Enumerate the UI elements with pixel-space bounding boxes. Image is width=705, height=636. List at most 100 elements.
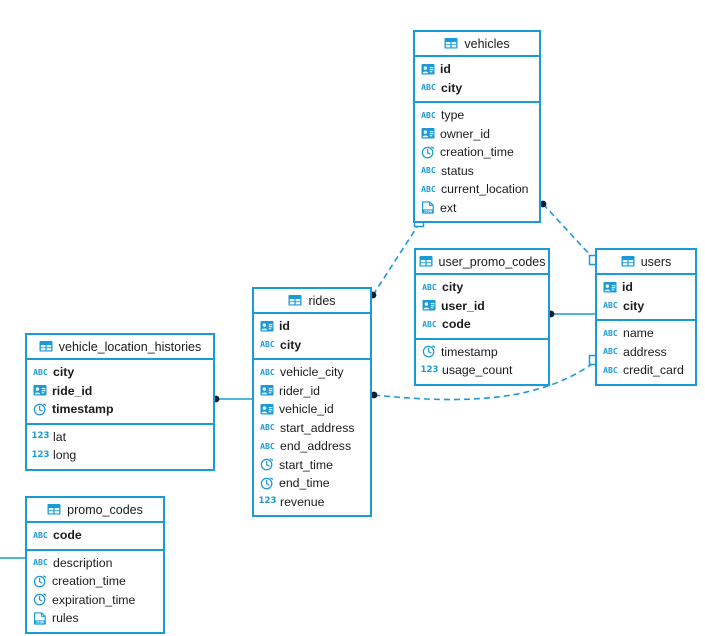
- column-row-pk[interactable]: id: [254, 317, 370, 336]
- id-card-icon: [421, 127, 435, 140]
- column-row-pk[interactable]: timestamp: [27, 400, 213, 419]
- column-label: city: [441, 80, 463, 95]
- column-label: creation_time: [440, 145, 514, 160]
- column-row[interactable]: timestamp: [416, 343, 548, 362]
- abc-icon: ABC: [421, 184, 436, 194]
- abc-icon: ABC: [260, 367, 275, 377]
- column-row-pk[interactable]: id: [597, 278, 695, 297]
- id-card-icon: [260, 320, 274, 333]
- relationship-user_promo_codes-to-users[interactable]: [547, 310, 595, 318]
- id-card-icon: [260, 403, 274, 416]
- relationship-vehicle_location_histories-to-rides[interactable]: [212, 395, 252, 403]
- clock-icon: [33, 575, 47, 588]
- number-icon: 123: [420, 364, 439, 375]
- entity-title: users: [640, 254, 672, 269]
- entity-header-vehicles[interactable]: vehicles: [415, 32, 539, 57]
- entity-title: vehicle_location_histories: [58, 339, 202, 354]
- clock-icon: [421, 146, 435, 159]
- column-label: city: [623, 298, 645, 313]
- column-row-pk[interactable]: ABC city: [597, 297, 695, 316]
- abc-icon: ABC: [422, 319, 437, 329]
- column-label: code: [442, 317, 471, 332]
- column-row[interactable]: creation_time: [27, 572, 163, 591]
- svg-text:JSON: JSON: [36, 620, 44, 624]
- abc-icon: ABC: [603, 301, 618, 310]
- column-row[interactable]: owner_id: [415, 125, 539, 144]
- column-label: timestamp: [52, 402, 114, 417]
- abc-icon: ABC: [603, 328, 618, 338]
- column-row[interactable]: creation_time: [415, 143, 539, 162]
- number-icon: 123: [258, 496, 277, 507]
- abc-icon: ABC: [260, 423, 275, 432]
- column-row[interactable]: start_time: [254, 456, 370, 475]
- column-row-pk[interactable]: id: [415, 60, 539, 79]
- column-label: rider_id: [279, 383, 321, 398]
- column-row[interactable]: vehicle_id: [254, 400, 370, 419]
- column-row[interactable]: expiration_time: [27, 591, 163, 610]
- column-label: start_time: [279, 457, 333, 472]
- column-row[interactable]: ABC vehicle_city: [254, 363, 370, 382]
- column-label: code: [53, 528, 82, 543]
- entity-header-user_promo_codes[interactable]: user_promo_codes: [416, 250, 548, 275]
- relationship-line: [542, 203, 593, 258]
- column-label: lat: [53, 429, 66, 444]
- column-row[interactable]: rider_id: [254, 382, 370, 401]
- column-label: rules: [52, 611, 79, 626]
- column-row-pk[interactable]: ABC code: [416, 315, 548, 334]
- clock-icon: [260, 458, 274, 471]
- column-row[interactable]: end_time: [254, 474, 370, 493]
- clock-icon: [260, 477, 274, 490]
- column-label: ride_id: [52, 383, 93, 398]
- column-label: revenue: [280, 494, 325, 509]
- column-label: vehicle_city: [280, 365, 344, 380]
- column-row[interactable]: ABC status: [415, 162, 539, 181]
- column-label: status: [441, 163, 474, 178]
- entity-title: user_promo_codes: [438, 254, 546, 269]
- entity-header-promo_codes[interactable]: promo_codes: [27, 498, 163, 523]
- column-label: credit_card: [623, 363, 684, 378]
- entity-header-rides[interactable]: rides: [254, 289, 370, 314]
- abc-icon: ABC: [421, 166, 436, 175]
- column-row-pk[interactable]: ride_id: [27, 382, 213, 401]
- table-icon: [47, 503, 61, 516]
- column-label: id: [279, 319, 290, 334]
- column-label: timestamp: [441, 344, 498, 359]
- column-row[interactable]: JSON rules: [27, 609, 163, 628]
- column-label: city: [53, 365, 75, 380]
- column-row-pk[interactable]: user_id: [416, 297, 548, 316]
- entity-header-vehicle_location_histories[interactable]: vehicle_location_histories: [27, 335, 213, 360]
- entity-header-users[interactable]: users: [597, 250, 695, 275]
- column-label: description: [53, 555, 113, 570]
- id-card-icon: [603, 281, 617, 294]
- column-label: creation_time: [52, 574, 126, 589]
